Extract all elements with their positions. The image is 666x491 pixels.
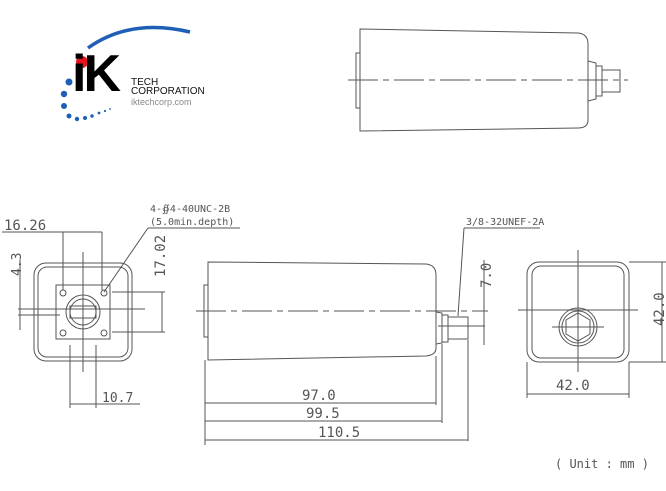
top-side-view bbox=[348, 28, 628, 132]
dim-16-26: 16.26 bbox=[4, 218, 46, 234]
logo-line-corporation: CORPORATION bbox=[131, 86, 205, 97]
logo-graphic bbox=[60, 25, 191, 122]
dim-97-0: 97.0 bbox=[302, 388, 336, 404]
dim-99-5: 99.5 bbox=[306, 406, 340, 422]
company-logo: iK TECH CORPORATION iktechcorp.com bbox=[40, 20, 240, 130]
front-view bbox=[2, 227, 240, 408]
dim-17-02: 17.02 bbox=[153, 235, 169, 277]
dim-4-3: 4.3 bbox=[10, 253, 25, 276]
logo-line-tech: TECH bbox=[131, 77, 159, 88]
dim-110-5: 110.5 bbox=[318, 425, 360, 441]
side-view bbox=[196, 227, 540, 445]
logo-url: iktechcorp.com bbox=[131, 97, 192, 107]
rear-view bbox=[518, 250, 666, 398]
dim-7-0: 7.0 bbox=[479, 263, 495, 288]
dim-42-0-height: 42.0 bbox=[652, 292, 666, 326]
side-callout: 3/8-32UNEF-2A bbox=[466, 217, 544, 228]
unit-label: ( Unit : mm ) bbox=[555, 457, 649, 471]
dim-42-0-width: 42.0 bbox=[556, 378, 590, 394]
front-callout-line1: 4-∯4-40UNC-2B bbox=[150, 204, 230, 215]
logo-mark: iK bbox=[72, 45, 121, 103]
front-callout-line2: (5.0min.depth) bbox=[150, 217, 234, 228]
dim-10-7: 10.7 bbox=[102, 391, 133, 406]
